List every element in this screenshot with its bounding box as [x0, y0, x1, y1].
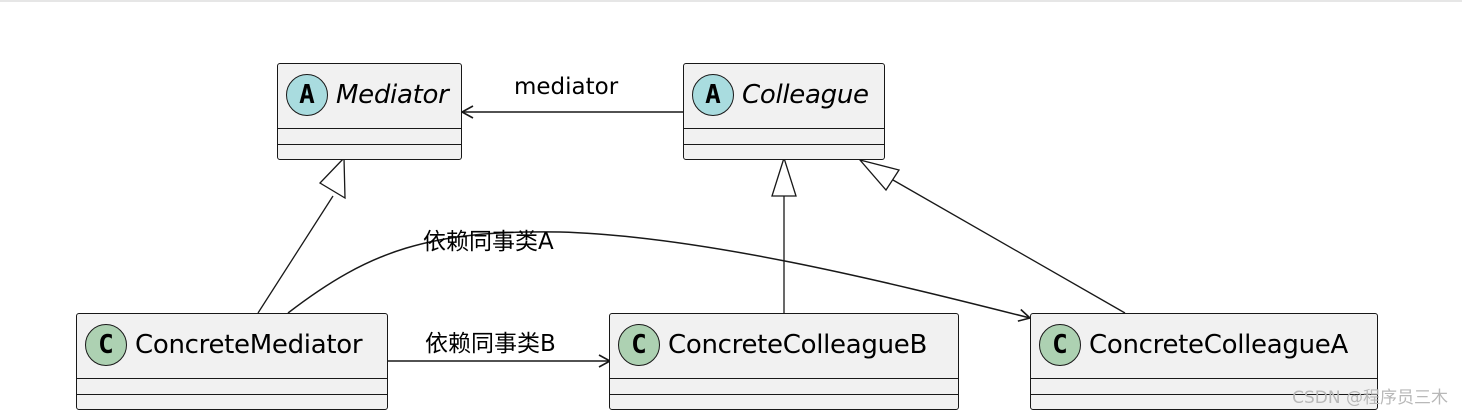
attributes-divider	[278, 128, 461, 129]
class-name: ConcreteColleagueB	[668, 330, 927, 360]
class-colleague[interactable]: A Colleague	[683, 63, 885, 160]
dependency-curve-colleague-a	[287, 231, 1032, 322]
class-name: ConcreteMediator	[135, 330, 363, 360]
inheritance-arrowhead-colleague-a	[858, 158, 901, 192]
class-name: Colleague	[742, 80, 869, 110]
inheritance-arrowhead-colleague-b	[771, 155, 797, 197]
attributes-divider	[77, 378, 387, 379]
attributes-divider	[1031, 378, 1377, 379]
class-concrete-colleague-b[interactable]: C ConcreteColleagueB	[609, 313, 959, 410]
top-divider	[0, 0, 1462, 2]
inheritance-line-concrete-mediator	[257, 195, 334, 314]
attributes-divider	[610, 378, 958, 379]
inheritance-arrowhead-mediator	[318, 156, 346, 200]
methods-divider	[1031, 394, 1377, 395]
abstract-class-icon: A	[286, 74, 328, 116]
class-header: C ConcreteColleagueB	[610, 314, 958, 378]
class-header: C ConcreteMediator	[77, 314, 387, 378]
inheritance-line-colleague-a	[892, 179, 1126, 314]
watermark: CSDN @程序员三木	[1292, 388, 1448, 408]
class-header: C ConcreteColleagueA	[1031, 314, 1377, 378]
class-mediator[interactable]: A Mediator	[277, 63, 462, 160]
concrete-class-icon: C	[618, 324, 660, 366]
class-name: ConcreteColleagueA	[1089, 330, 1348, 360]
dependency-label-colleague-b: 依赖同事类B	[425, 331, 556, 357]
class-concrete-colleague-a[interactable]: C ConcreteColleagueA	[1030, 313, 1378, 410]
methods-divider	[684, 144, 884, 145]
class-header: A Colleague	[684, 64, 884, 128]
methods-divider	[77, 394, 387, 395]
attributes-divider	[684, 128, 884, 129]
concrete-class-icon: C	[85, 324, 127, 366]
class-header: A Mediator	[278, 64, 461, 128]
methods-divider	[278, 144, 461, 145]
concrete-class-icon: C	[1039, 324, 1081, 366]
class-name: Mediator	[336, 80, 449, 110]
abstract-class-icon: A	[692, 74, 734, 116]
association-label-mediator: mediator	[514, 74, 619, 100]
dependency-label-colleague-a: 依赖同事类A	[423, 229, 554, 255]
methods-divider	[610, 394, 958, 395]
class-concrete-mediator[interactable]: C ConcreteMediator	[76, 313, 388, 410]
